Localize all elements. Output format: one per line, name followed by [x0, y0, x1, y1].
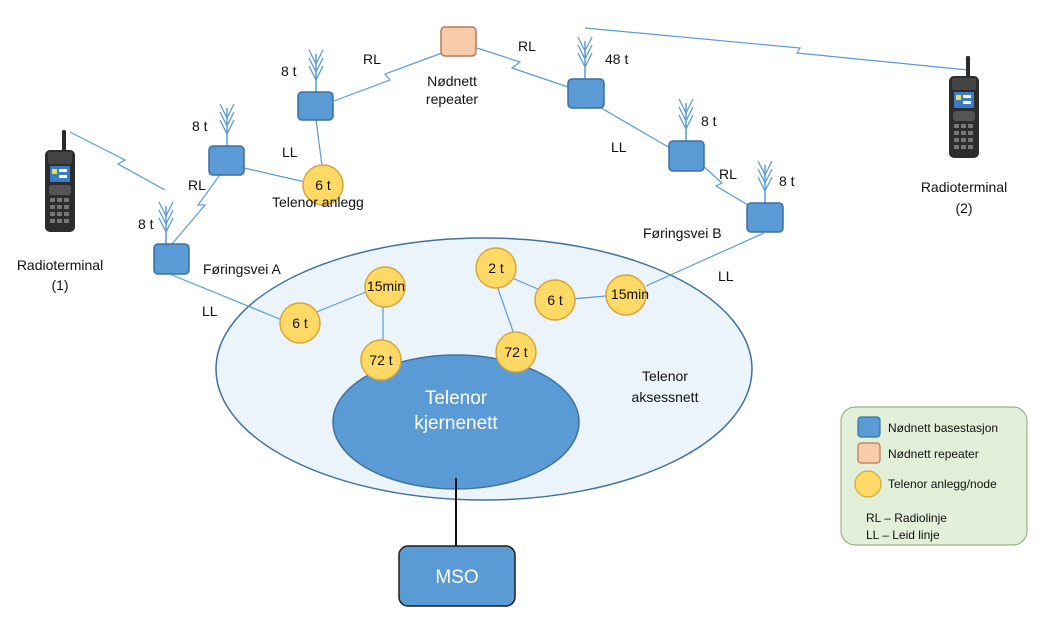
node-anlegg[interactable]: [302, 164, 344, 206]
node-b-2t[interactable]: [475, 247, 517, 289]
ll-b-label: LL: [718, 268, 734, 284]
antenna-icon: [219, 103, 235, 147]
radio1-link: [69, 131, 166, 191]
node-b-6t-label: 6 t: [547, 292, 563, 308]
node-b-2t-label: 2 t: [488, 260, 504, 276]
radioterminal2-label-1: Radioterminal: [921, 179, 1007, 195]
link-a-6t-15min: [313, 291, 367, 314]
anlegg-link: [315, 118, 323, 167]
basestations: [153, 78, 784, 275]
basestation-a3[interactable]: [297, 91, 334, 121]
repeater[interactable]: [440, 26, 477, 57]
node-labels: 6 t 6 t 15min 72 t 2 t 6 t 15min 72 t: [292, 177, 649, 368]
links: [69, 27, 969, 342]
access-network-label-1: Telenor: [642, 368, 688, 384]
node-a-15min[interactable]: [364, 266, 406, 308]
node-anlegg-label: 6 t: [315, 177, 331, 193]
core-network-label-2: kjernenett: [414, 413, 498, 434]
antenna-icon: [577, 36, 593, 80]
mso-label: MSO: [435, 567, 478, 588]
legend: Nødnett basestasjon Nødnett repeater Tel…: [840, 406, 1028, 546]
rl-link-left: [171, 171, 223, 245]
bs-b1-time: 48 t: [605, 51, 628, 67]
radioterminal-1-icon[interactable]: [45, 130, 75, 232]
ll-b-top-label: LL: [611, 139, 627, 155]
bs-a2-time: 8 t: [192, 118, 208, 134]
rl-left-top-label: RL: [363, 51, 381, 67]
core-network-label-1: Telenor: [425, 388, 488, 409]
link-b-15min-6t: [571, 295, 607, 300]
rl-link-left-top: [333, 52, 443, 102]
node-b-15min[interactable]: [605, 274, 647, 316]
node-a-15min-label: 15min: [367, 278, 405, 294]
access-network-label-2: aksessnett: [632, 389, 699, 405]
basestation-a1[interactable]: [153, 243, 190, 275]
rl-right-top-label: RL: [518, 38, 536, 54]
radioterminal1-label-1: Radioterminal: [17, 257, 103, 273]
node-b-72t-label: 72 t: [504, 344, 527, 360]
ll-a-label: LL: [202, 303, 218, 319]
legend-basestation-swatch: [857, 416, 881, 438]
node-b-15min-label: 15min: [611, 286, 649, 302]
legend-node-label: Telenor anlegg/node: [888, 477, 997, 491]
legend-ll-label: LL – Leid linje: [866, 528, 940, 542]
ll-link-b: [645, 232, 765, 287]
ll-a-top-label: LL: [282, 144, 298, 160]
antenna-icon: [678, 98, 694, 142]
bs-b3-time: 8 t: [779, 173, 795, 189]
basestation-b3[interactable]: [746, 202, 784, 233]
ll-link-a-top: [243, 167, 306, 183]
link-labels: RL RL RL RL LL LL LL LL: [188, 38, 737, 319]
bs-b2-time: 8 t: [701, 113, 717, 129]
node-a-6t[interactable]: [279, 302, 321, 344]
radioterminal-2-icon[interactable]: [949, 56, 979, 158]
foringsvei-b-label: Føringsvei B: [643, 225, 722, 241]
antenna-icon: [757, 160, 773, 204]
repeater-label-2: repeater: [426, 91, 478, 107]
radio2-link: [584, 27, 969, 71]
node-b-72t[interactable]: [495, 331, 537, 373]
legend-node-swatch: [854, 470, 882, 498]
bs-time-labels: 8 t 8 t 8 t 48 t 8 t 8 t: [138, 51, 795, 232]
rl-link-right-top: [476, 47, 569, 88]
repeater-label-1: Nødnett: [427, 73, 477, 89]
node-a-6t-label: 6 t: [292, 315, 308, 331]
legend-repeater-swatch: [857, 442, 881, 464]
bs-a3-time: 8 t: [281, 63, 297, 79]
rl-right-label: RL: [719, 166, 737, 182]
legend-repeater-label: Nødnett repeater: [888, 447, 979, 461]
basestation-b1[interactable]: [567, 78, 605, 109]
rl-left-label: RL: [188, 177, 206, 193]
mso-box[interactable]: [398, 545, 516, 607]
foringsvei-a-label: Føringsvei A: [203, 261, 281, 277]
telenor-anlegg-label: Telenor anlegg: [272, 194, 364, 210]
basestation-a2[interactable]: [208, 145, 245, 176]
radioterminal2-label-2: (2): [955, 200, 972, 216]
ll-link-b-top: [595, 104, 671, 149]
link-b-2t-72t: [496, 285, 515, 335]
antenna-icon: [308, 49, 324, 93]
nodes: [279, 164, 647, 381]
rl-link-right: [701, 164, 749, 206]
legend-box: [840, 406, 1028, 546]
bs-a1-time: 8 t: [138, 216, 154, 232]
link-b-6t-2t: [509, 276, 541, 291]
basestation-b2[interactable]: [668, 140, 705, 172]
node-a-72t[interactable]: [360, 339, 402, 381]
ll-link-a: [171, 274, 283, 321]
node-a-72t-label: 72 t: [369, 352, 392, 368]
node-b-6t[interactable]: [534, 279, 576, 321]
radioterminal1-label-2: (1): [51, 277, 68, 293]
antenna-icon: [158, 201, 174, 245]
legend-basestation-label: Nødnett basestasjon: [888, 421, 998, 435]
legend-rl-label: RL – Radiolinje: [866, 511, 947, 525]
